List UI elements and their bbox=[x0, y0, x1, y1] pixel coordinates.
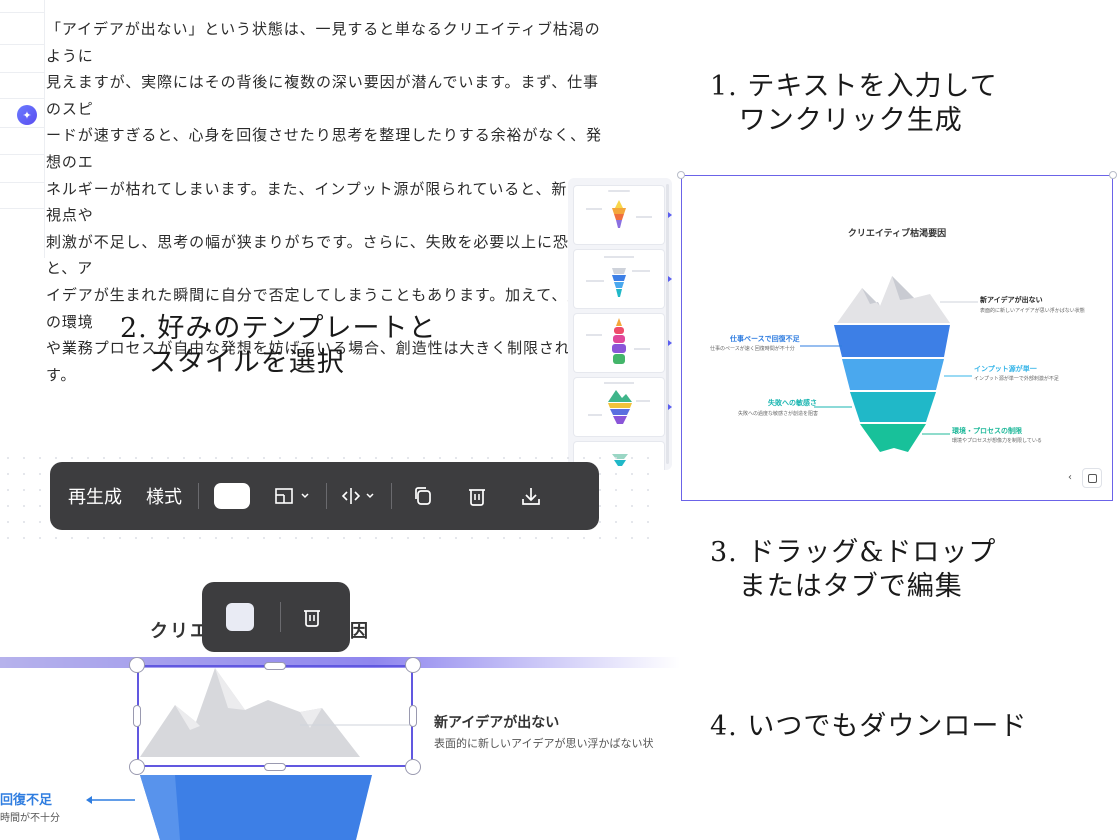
resize-handle[interactable] bbox=[129, 657, 145, 673]
regenerate-button[interactable]: 再生成 bbox=[68, 487, 122, 508]
text-editor[interactable]: ✦ 「アイデアが出ない」という状態は、一見すると単なるクリエイティブ枯渇のように… bbox=[0, 0, 610, 384]
step2-caption: 2. 好みのテンプレートと スタイルを選択 bbox=[120, 313, 437, 378]
thumb-line bbox=[608, 190, 630, 192]
gutter-line bbox=[0, 98, 44, 99]
step4-caption: 4. いつでもダウンロード bbox=[710, 711, 1028, 742]
gutter-line bbox=[0, 208, 44, 209]
thumb-arrow-icon bbox=[668, 212, 672, 218]
sidebar-scrollbar[interactable] bbox=[666, 184, 669, 464]
color-swatch-button[interactable] bbox=[214, 483, 250, 509]
paragraph-line: や業務プロセスが自由な発想を妨げている場合、創造性は大きく制限されます。 bbox=[46, 339, 587, 384]
iceberg-diagram bbox=[800, 276, 978, 452]
editor-gutter bbox=[0, 0, 44, 232]
gutter-line bbox=[0, 12, 44, 13]
resize-handle[interactable] bbox=[264, 662, 286, 670]
step1-caption: 1. テキストを入力して ワンクリック生成 bbox=[710, 71, 998, 136]
paragraph-line: 刺激が不足し、思考の幅が狭まりがちです。さらに、失敗を必要以上に恐れると、ア bbox=[46, 232, 601, 278]
mountain-thumb bbox=[588, 382, 650, 424]
slide-label-2[interactable]: 仕事ペースで回復不足 bbox=[730, 335, 800, 343]
toolbar-divider bbox=[391, 483, 392, 509]
template-thumbnail[interactable] bbox=[574, 378, 672, 436]
toolbar-divider bbox=[280, 602, 281, 632]
slide-sub-4[interactable]: 失敗への過度な敏感さが創造を阻害 bbox=[738, 411, 819, 417]
style-button[interactable]: 様式 bbox=[146, 487, 182, 508]
canvas-iceberg bbox=[86, 668, 415, 840]
slide-sub-2[interactable]: 仕事のペースが速く回復時間が不十分 bbox=[710, 346, 795, 352]
selection-guide-line bbox=[0, 657, 680, 668]
slide-label-1[interactable]: 新アイデアが出ない bbox=[980, 296, 1043, 304]
element-toolbar bbox=[202, 582, 350, 652]
template-sidebar bbox=[568, 178, 672, 470]
trash-icon[interactable] bbox=[301, 606, 323, 632]
paragraph-line: ネルギーが枯れてしまいます。また、インプット源が限られていると、新しい視点や bbox=[46, 179, 600, 225]
template-thumbnail[interactable] bbox=[574, 250, 672, 308]
thumb-arrow-icon bbox=[668, 276, 672, 282]
floating-toolbar: 再生成 様式 bbox=[50, 462, 599, 530]
gutter-line bbox=[0, 182, 44, 183]
stack-thumb bbox=[586, 318, 650, 364]
gutter-line bbox=[0, 72, 44, 73]
step3-caption: 3. ドラッグ&ドロップ またはタブで編集 bbox=[710, 537, 997, 602]
sparkle-icon[interactable]: ✦ bbox=[17, 105, 37, 125]
slide-label-3[interactable]: インプット源が単一 bbox=[974, 365, 1037, 373]
slide-label-5[interactable]: 環境・プロセスの制限 bbox=[952, 427, 1022, 435]
trash-icon[interactable] bbox=[466, 485, 488, 507]
flip-dropdown[interactable] bbox=[341, 486, 375, 506]
canvas-title-head[interactable]: クリエ bbox=[150, 621, 210, 642]
chevron-down-icon bbox=[301, 493, 309, 499]
canvas-title-tail[interactable]: 因 bbox=[350, 621, 368, 642]
slide-sub-1[interactable]: 表面的に新しいアイデアが思い浮かばない状態 bbox=[980, 308, 1085, 314]
slide-sub-3[interactable]: インプット源が単一で外部刺激が不足 bbox=[974, 376, 1059, 382]
layout-icon bbox=[275, 488, 293, 504]
flip-icon bbox=[341, 488, 361, 504]
chevron-left-icon[interactable]: ‹ bbox=[1068, 472, 1072, 483]
thumb-arrow-icon bbox=[668, 404, 672, 410]
layout-dropdown[interactable] bbox=[274, 486, 310, 506]
resize-handle[interactable] bbox=[677, 171, 685, 179]
resize-handle[interactable] bbox=[405, 759, 421, 775]
template-thumbnail[interactable] bbox=[574, 314, 672, 372]
paragraph-line: イデアが生まれた瞬間に自分で否定してしまうこともあります。加えて、周囲の環境 bbox=[46, 285, 600, 331]
iceberg-thumb bbox=[586, 256, 650, 297]
canvas-sublabel[interactable]: 表面的に新しいアイデアが思い浮かばない状 bbox=[434, 737, 654, 750]
resize-handle[interactable] bbox=[1109, 171, 1117, 179]
toolbar-divider bbox=[198, 483, 199, 509]
gutter-line bbox=[0, 127, 44, 128]
gutter-divider bbox=[44, 0, 45, 258]
gutter-line bbox=[0, 154, 44, 155]
resize-handle[interactable] bbox=[405, 657, 421, 673]
slide-sub-5[interactable]: 環境やプロセスが想像力を制限している bbox=[952, 438, 1042, 444]
resize-handle[interactable] bbox=[133, 705, 141, 727]
canvas-label[interactable]: 新アイデアが出ない bbox=[434, 715, 560, 731]
slide-preview[interactable]: クリエイティブ枯渇要因 新アイデアが出ない 表面的に新しいアイデアが思い浮かばな… bbox=[677, 171, 1117, 501]
toolbar-divider bbox=[326, 483, 327, 509]
gutter-line bbox=[0, 44, 44, 45]
resize-handle[interactable] bbox=[264, 763, 286, 771]
paragraph-line: ードが速すぎると、心身を回復させたり思考を整理したりする余裕がなく、発想のエ bbox=[46, 126, 602, 171]
selection-box[interactable] bbox=[137, 665, 413, 767]
canvas-blue-label[interactable]: 回復不足 bbox=[0, 793, 53, 808]
chevron-down-icon bbox=[366, 493, 374, 499]
slide-title[interactable]: クリエイティブ枯渇要因 bbox=[847, 229, 947, 239]
template-thumbnail[interactable] bbox=[574, 186, 672, 244]
paragraph-line: 見えますが、実際にはその背後に複数の深い要因が潜んでいます。まず、仕事のスピ bbox=[46, 73, 599, 118]
paragraph-line: 「アイデアが出ない」という状態は、一見すると単なるクリエイティブ枯渇のように bbox=[46, 20, 601, 65]
inverted-pyramid-thumb bbox=[586, 200, 652, 228]
resize-handle[interactable] bbox=[129, 759, 145, 775]
editor-paragraph[interactable]: 「アイデアが出ない」という状態は、一見すると単なるクリエイティブ枯渇のように 見… bbox=[46, 16, 606, 388]
canvas-blue-sublabel[interactable]: 時間が不十分 bbox=[0, 813, 60, 824]
expand-icon[interactable] bbox=[1082, 468, 1102, 488]
duplicate-icon[interactable] bbox=[412, 485, 434, 507]
element-color-swatch[interactable] bbox=[226, 603, 254, 631]
download-icon[interactable] bbox=[520, 485, 542, 507]
resize-handle[interactable] bbox=[409, 705, 417, 727]
slide-label-4[interactable]: 失敗への敏感さ bbox=[768, 399, 817, 407]
thumb-arrow-icon bbox=[668, 340, 672, 346]
